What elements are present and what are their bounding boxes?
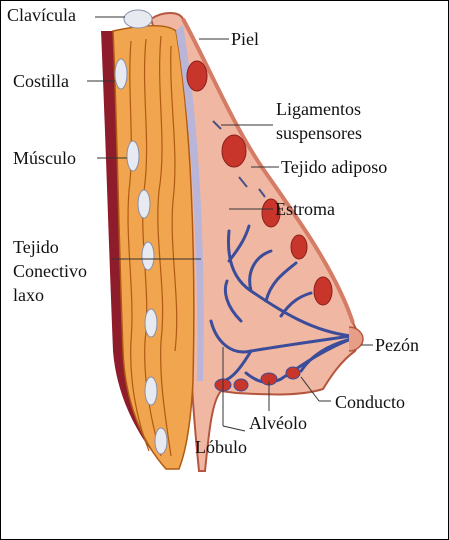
label-musculo: Músculo [13,148,76,168]
label-tejido-conectivo-line2: Conectivo [13,259,87,283]
label-lobulo: Lóbulo [195,437,247,457]
label-piel: Piel [231,29,259,49]
label-conducto: Conducto [335,392,405,412]
label-tejido-conectivo-line1: Tejido [13,235,87,259]
label-tejido-adiposo: Tejido adiposo [281,157,387,177]
label-ligamentos-line2: suspensores [276,121,362,145]
label-estroma: Estroma [275,199,335,219]
label-ligamentos: Ligamentos suspensores [276,97,362,145]
label-clavicula: Clavícula [7,5,76,25]
label-tejido-conectivo: Tejido Conectivo laxo [13,235,87,307]
label-ligamentos-line1: Ligamentos [276,97,362,121]
nipple [349,327,363,351]
label-tejido-conectivo-line3: laxo [13,283,87,307]
label-pezon: Pezón [375,335,419,355]
label-costilla: Costilla [13,71,69,91]
label-alveolo: Alvéolo [249,413,307,433]
